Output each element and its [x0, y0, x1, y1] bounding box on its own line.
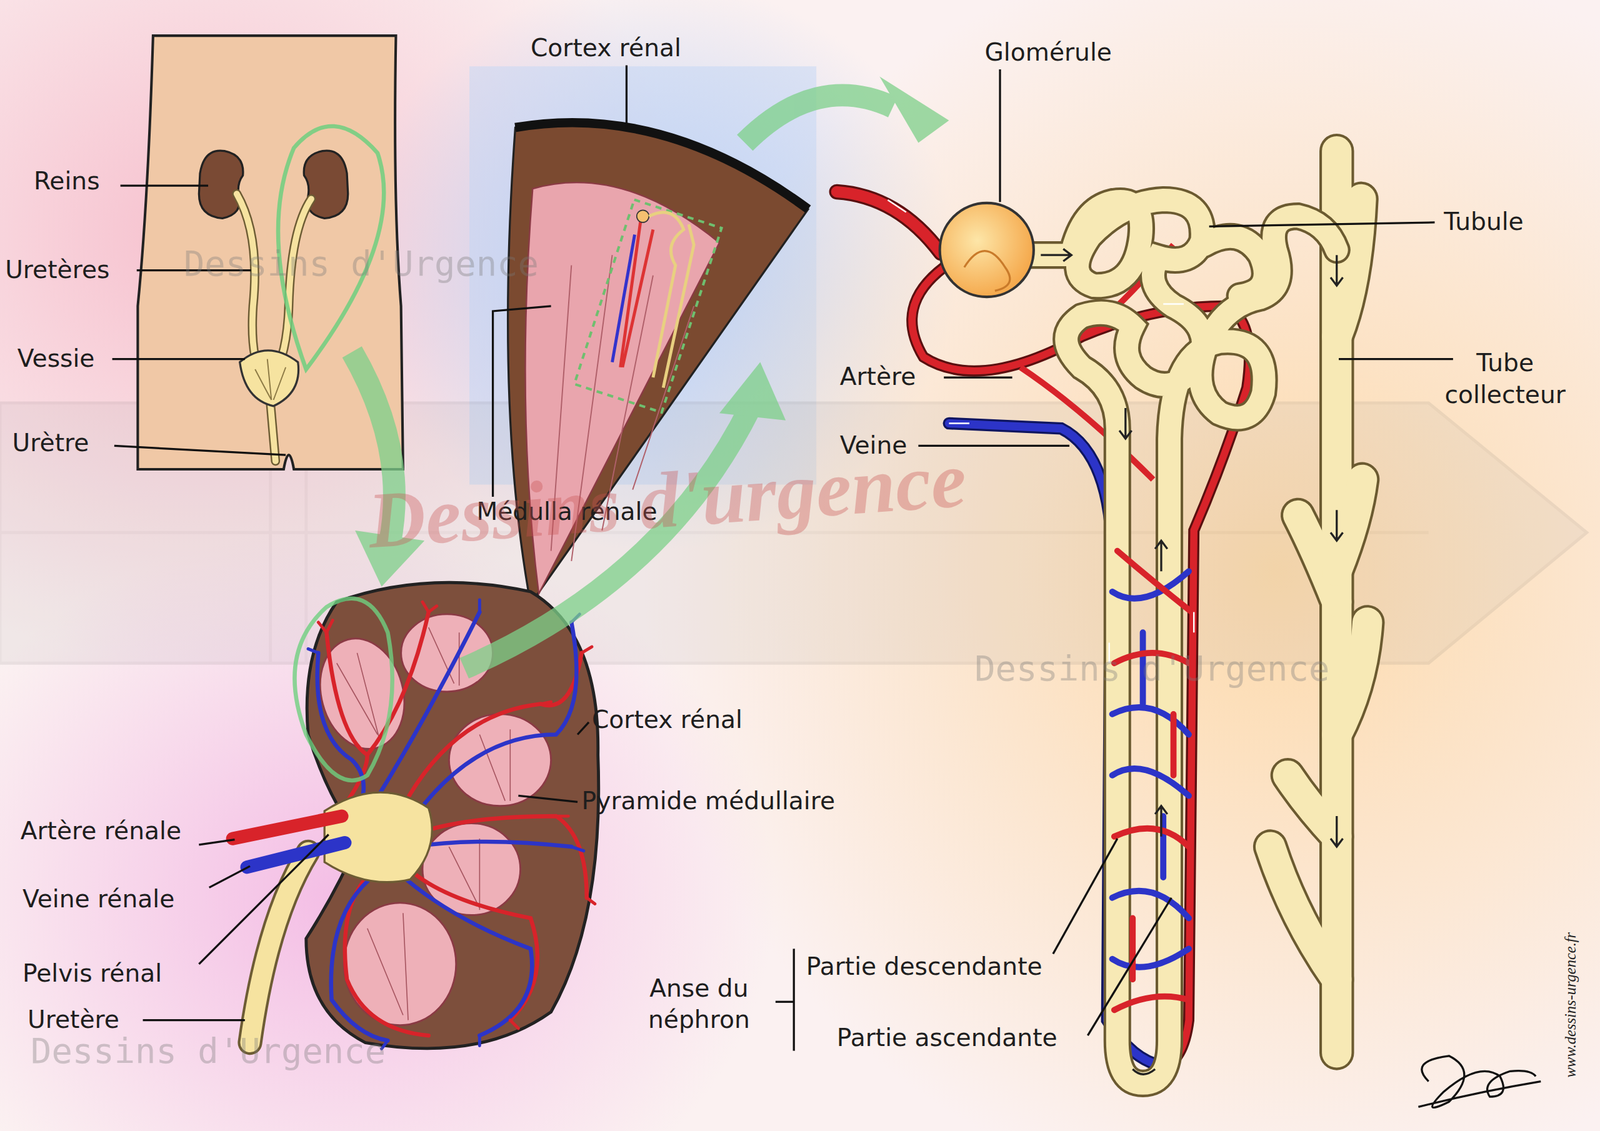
structure-label: Glomérule	[985, 36, 1112, 69]
watermark: Dessins d'urgence	[364, 427, 970, 573]
organ-label: Reins	[33, 165, 100, 198]
structure-label: Cortex rénal	[530, 33, 682, 65]
website-signature: www.dessins-urgence.fr	[1561, 932, 1582, 1079]
watermark: Dessins d'Urgence	[30, 1028, 386, 1074]
structure-label: Tube collecteur	[1428, 347, 1582, 412]
structure-label: Pyramide médullaire	[581, 786, 835, 819]
organ-label: Urètre	[12, 428, 90, 460]
structure-label: Tubule	[1443, 206, 1524, 239]
part-label: Partie descendante	[806, 951, 1043, 984]
organ-label: Vessie	[17, 343, 95, 375]
organ-label: Uretères	[5, 254, 110, 287]
vessel-label: Artère rénale	[20, 815, 182, 848]
structure-label: Cortex rénal	[591, 704, 743, 737]
group-label: Anse du néphron	[632, 973, 765, 1037]
part-label: Partie ascendante	[836, 1023, 1058, 1055]
vessel-label: Veine rénale	[22, 884, 175, 917]
structure-label: Pelvis rénal	[22, 958, 162, 991]
watermark: Dessins d'Urgence	[183, 240, 539, 286]
vessel-label: Artère	[840, 361, 917, 394]
watermark: Dessins d'Urgence	[974, 645, 1330, 691]
